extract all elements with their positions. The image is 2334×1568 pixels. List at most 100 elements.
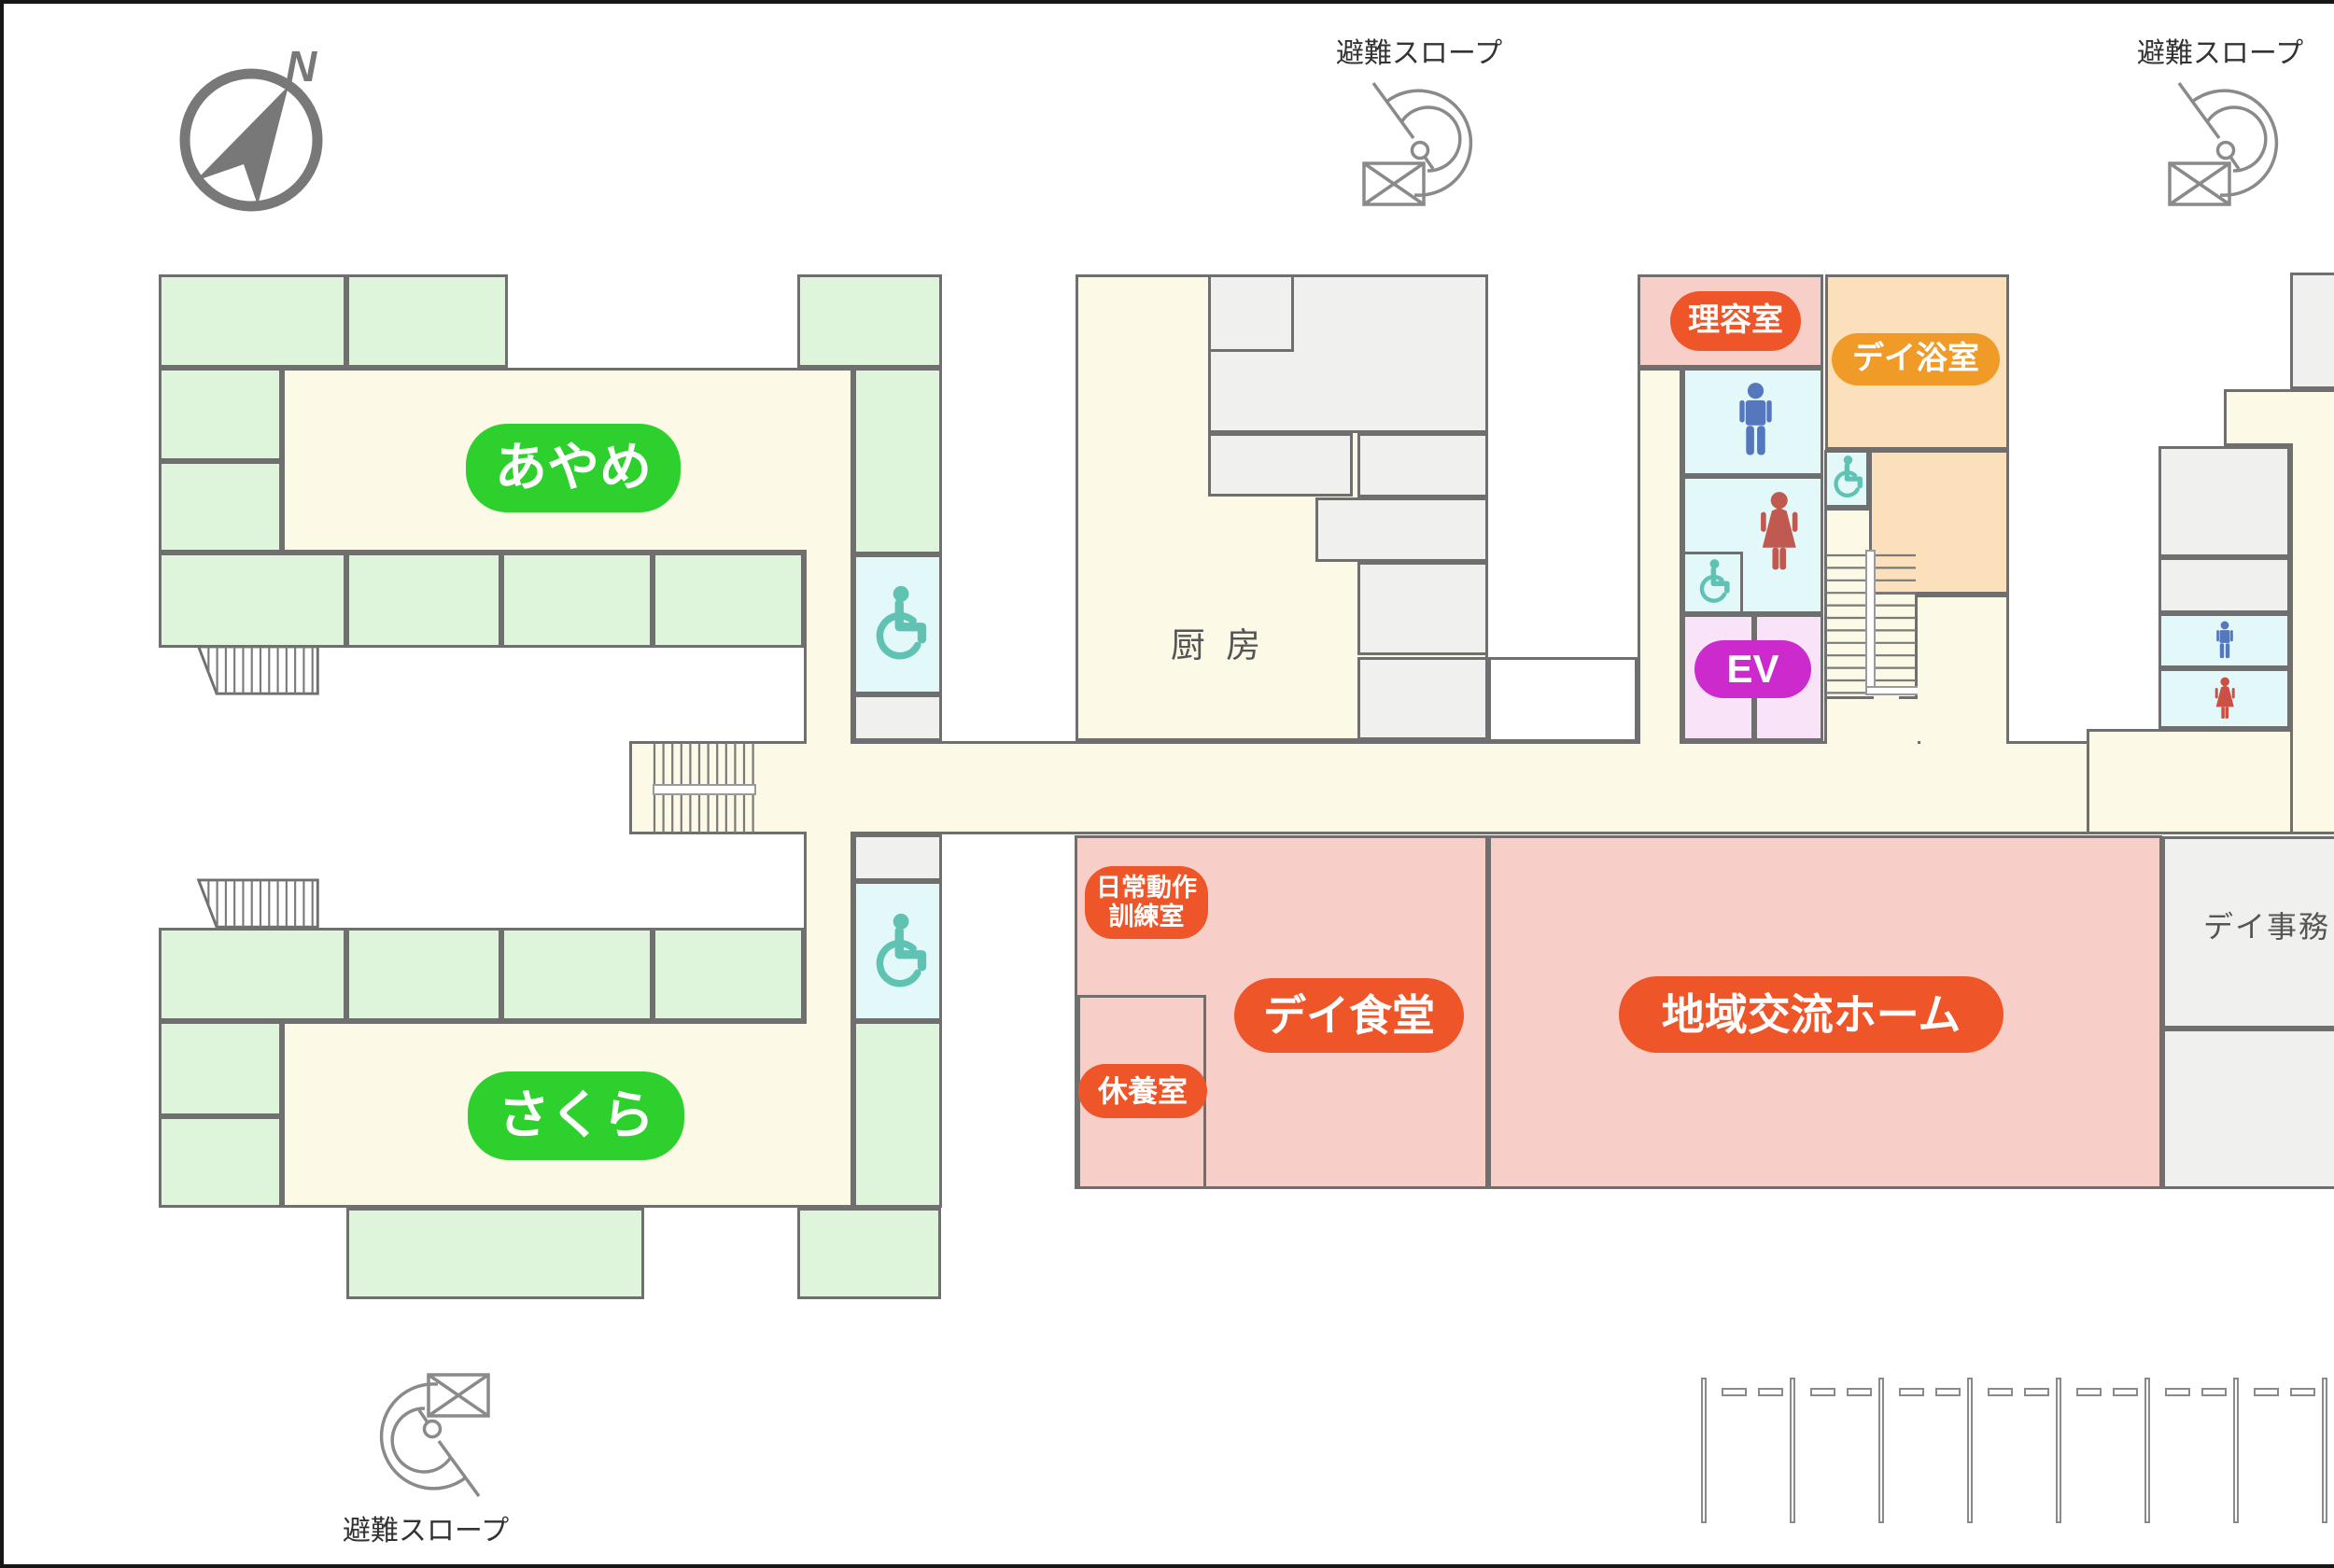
wheel-stop xyxy=(2113,1388,2138,1396)
wheel-stop xyxy=(1847,1388,1872,1396)
corridor-bath-side xyxy=(1918,595,2009,741)
parking-divider xyxy=(1967,1378,1973,1523)
door-patch-8 xyxy=(1874,695,1899,703)
wheelchair-icon xyxy=(863,912,933,990)
room-ayame-d xyxy=(159,368,282,461)
room-ayame-i xyxy=(501,553,653,648)
stairs-exterior-sakura xyxy=(190,876,326,932)
stairs-corridor-west xyxy=(631,742,799,833)
label-day-dining: デイ食堂 xyxy=(1234,978,1464,1053)
door-patch-9 xyxy=(2287,392,2296,443)
util-sakura xyxy=(853,834,942,881)
label-community: 地域交流ホーム xyxy=(1619,976,2004,1053)
wheel-stop xyxy=(2290,1388,2315,1396)
util-ayame xyxy=(853,694,942,741)
kitchen-util-4 xyxy=(1357,433,1488,497)
kitchen-util-3 xyxy=(1208,433,1353,497)
man-icon xyxy=(1736,382,1776,462)
svg-text:N: N xyxy=(286,42,317,91)
corridor-main xyxy=(629,741,2334,834)
door-patch-4 xyxy=(807,1017,851,1026)
wheel-stop xyxy=(1758,1388,1783,1396)
room-sakura-i xyxy=(797,1208,941,1299)
kitchen-util-5 xyxy=(1315,497,1488,562)
woman-icon xyxy=(1756,491,1803,575)
room-sakura-a xyxy=(159,928,346,1021)
label-day-office: デイ事務 xyxy=(2203,910,2331,945)
east-room-top xyxy=(2290,273,2334,389)
label-sakura: さくら xyxy=(468,1071,684,1160)
door-patch-3 xyxy=(807,831,851,840)
room-ayame-c xyxy=(797,274,942,368)
door-patch-1 xyxy=(807,548,851,557)
kitchen-util-7 xyxy=(1357,657,1488,740)
room-sakura-h xyxy=(346,1208,644,1299)
parking-divider xyxy=(2056,1378,2061,1523)
wheel-stop xyxy=(2076,1388,2102,1396)
east-room-1 xyxy=(2158,446,2290,557)
east-room-2 xyxy=(2158,557,2290,613)
woman-icon xyxy=(2213,677,2237,721)
parking-divider xyxy=(2322,1378,2327,1523)
man-icon xyxy=(2214,621,2235,662)
room-ayame-g xyxy=(159,553,346,648)
label-elevator: EV xyxy=(1694,640,1811,698)
wheel-stop xyxy=(1988,1388,2013,1396)
wheel-stop xyxy=(1810,1388,1835,1396)
corridor-east xyxy=(2290,389,2334,834)
day-office-room-2 xyxy=(2162,1029,2334,1189)
parking-divider xyxy=(2144,1378,2150,1523)
wheelchair-icon xyxy=(1826,455,1866,499)
stairs-ev-stairwell xyxy=(1824,550,1918,699)
label-rest-room: 休養室 xyxy=(1078,1064,1207,1118)
wheel-stop xyxy=(2254,1388,2279,1396)
wheel-stop xyxy=(1722,1388,1747,1396)
evacuation-slope-icon xyxy=(1358,70,1489,210)
day-office-room-1 xyxy=(2162,836,2334,1029)
door-patch-6 xyxy=(1827,737,1915,746)
label-ayame: あやめ xyxy=(466,424,681,512)
room-ayame-b xyxy=(346,274,508,368)
room-sakura-e xyxy=(159,1021,282,1116)
parking-divider xyxy=(2233,1378,2239,1523)
parking-divider xyxy=(1701,1378,1707,1523)
door-patch-7 xyxy=(1920,737,2006,746)
escape-slope-label-top-right: 避難スロープ xyxy=(2136,38,2304,69)
label-day-bath: デイ浴室 xyxy=(1832,333,2000,385)
evacuation-slope-icon xyxy=(2164,70,2295,210)
corridor-sakura-link xyxy=(804,834,853,1021)
door-patch-2 xyxy=(807,737,851,746)
wheel-stop xyxy=(2165,1388,2190,1396)
room-sakura-g xyxy=(853,1021,942,1208)
stairwell-lobby xyxy=(1824,699,1918,744)
door-patch-5 xyxy=(1640,737,1680,746)
corridor-ayame-link xyxy=(804,553,853,741)
room-sakura-f xyxy=(159,1116,282,1208)
room-ayame-a xyxy=(159,274,346,368)
wheel-stop xyxy=(1899,1388,1924,1396)
corridor-east-south xyxy=(2087,729,2290,834)
compass-north-icon: N xyxy=(176,39,340,226)
day-bath-lower xyxy=(1869,450,2009,595)
parking-divider xyxy=(1878,1378,1884,1523)
room-sakura-c xyxy=(501,928,653,1021)
wheel-stop xyxy=(2201,1388,2227,1396)
label-barber: 理容室 xyxy=(1670,291,1801,351)
label-kitchen: 厨 房 xyxy=(1170,626,1267,665)
room-sakura-d xyxy=(653,928,804,1021)
label-training: 日常動作 訓練室 xyxy=(1085,866,1208,939)
wheelchair-icon xyxy=(1692,558,1734,605)
wheel-stop xyxy=(2024,1388,2049,1396)
escape-slope-label-top-middle: 避難スロープ xyxy=(1335,38,1503,69)
evacuation-slope-icon xyxy=(363,1369,494,1509)
wheelchair-icon xyxy=(863,584,933,663)
room-sakura-b xyxy=(346,928,501,1021)
parking-divider xyxy=(1790,1378,1795,1523)
wheel-stop xyxy=(1935,1388,1961,1396)
room-ayame-e xyxy=(159,461,282,553)
escape-slope-label-bottom-left: 避難スロープ xyxy=(342,1516,510,1547)
corridor-wc-strip xyxy=(1638,368,1682,741)
room-unlabeled xyxy=(1488,657,1638,742)
room-ayame-f xyxy=(853,368,942,554)
